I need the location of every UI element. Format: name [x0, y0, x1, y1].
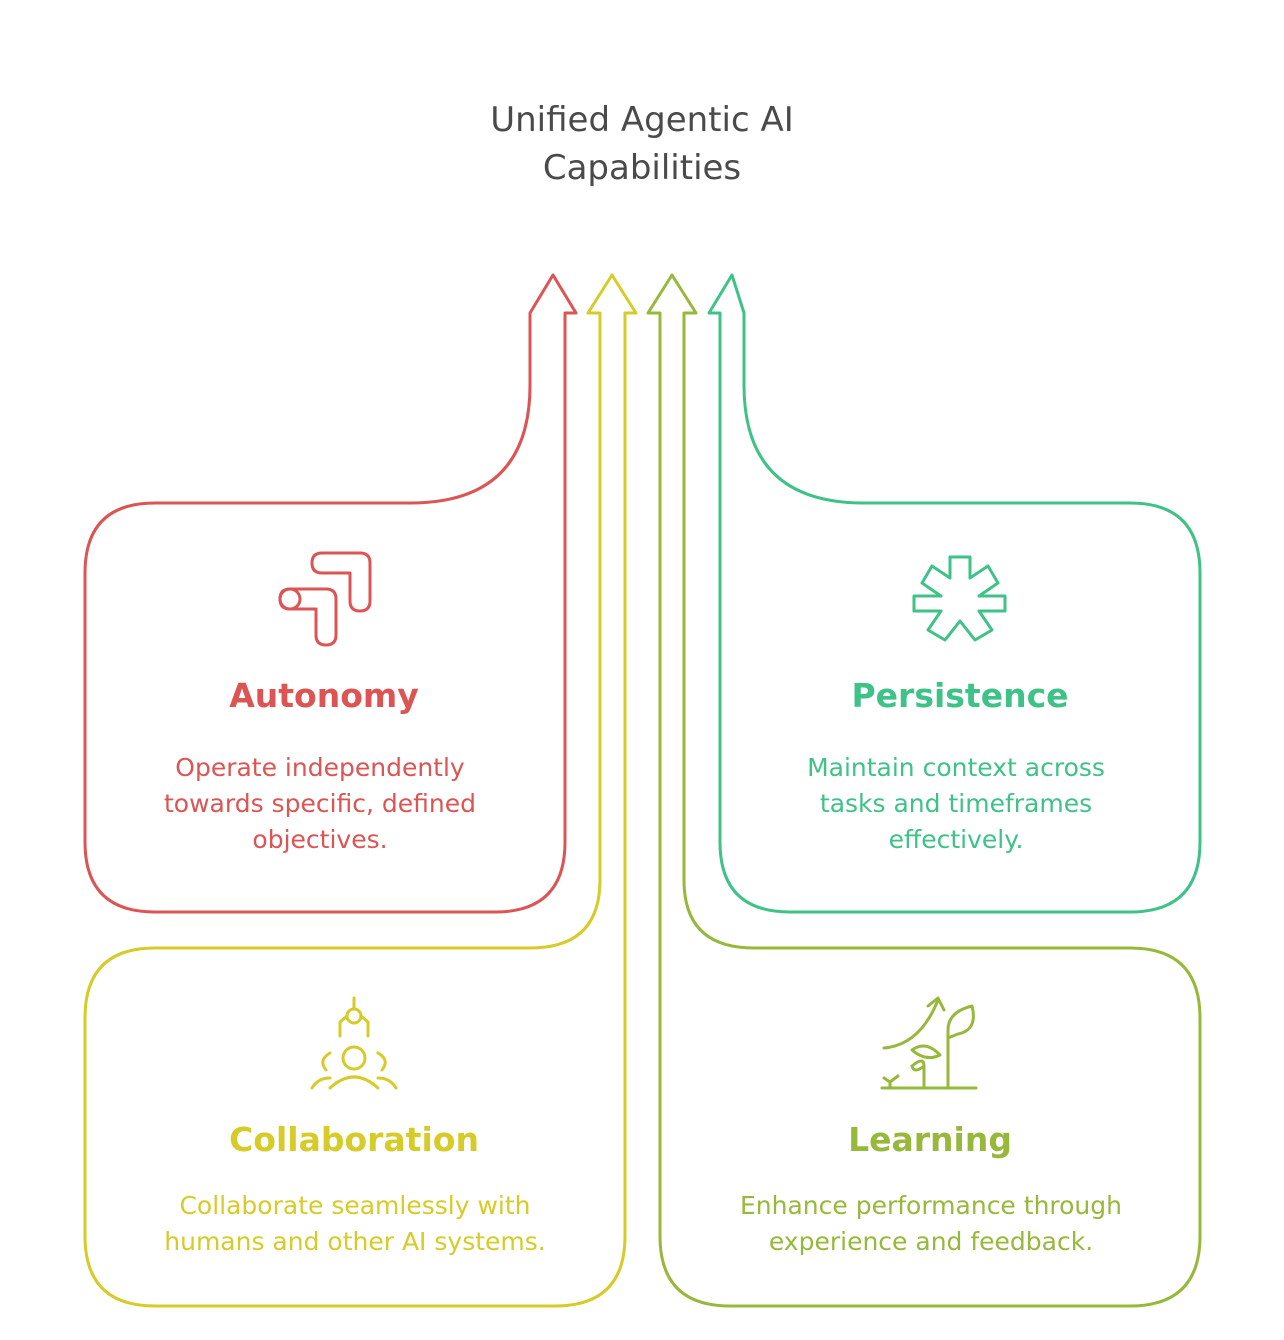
asterisk-icon: [912, 555, 1007, 642]
persistence-description: Maintain context across tasks and timefr…: [807, 753, 1105, 854]
autonomy-card-outline: [83, 273, 578, 914]
persistence-title: Persistence: [851, 676, 1069, 715]
autonomy-title: Autonomy: [229, 676, 419, 715]
collaboration-description: Collaborate seamlessly with humans and o…: [164, 1191, 546, 1256]
learning-card-outline: [646, 273, 1202, 1308]
team-robot-arm-icon: [310, 996, 398, 1090]
learning-description: Enhance performance through experience a…: [739, 1191, 1122, 1256]
collaboration-title: Collaboration: [229, 1120, 479, 1159]
persistence-card-outline: [707, 273, 1202, 914]
autonomy-description: Operate independently towards specific, …: [164, 753, 476, 854]
learning-title: Learning: [848, 1120, 1012, 1159]
growing-plant-chart-icon: [880, 996, 978, 1090]
collaboration-card-outline: [83, 273, 638, 1308]
connected-bars-icon: [278, 551, 372, 647]
page-title: Unified Agentic AI Capabilities: [490, 100, 794, 188]
